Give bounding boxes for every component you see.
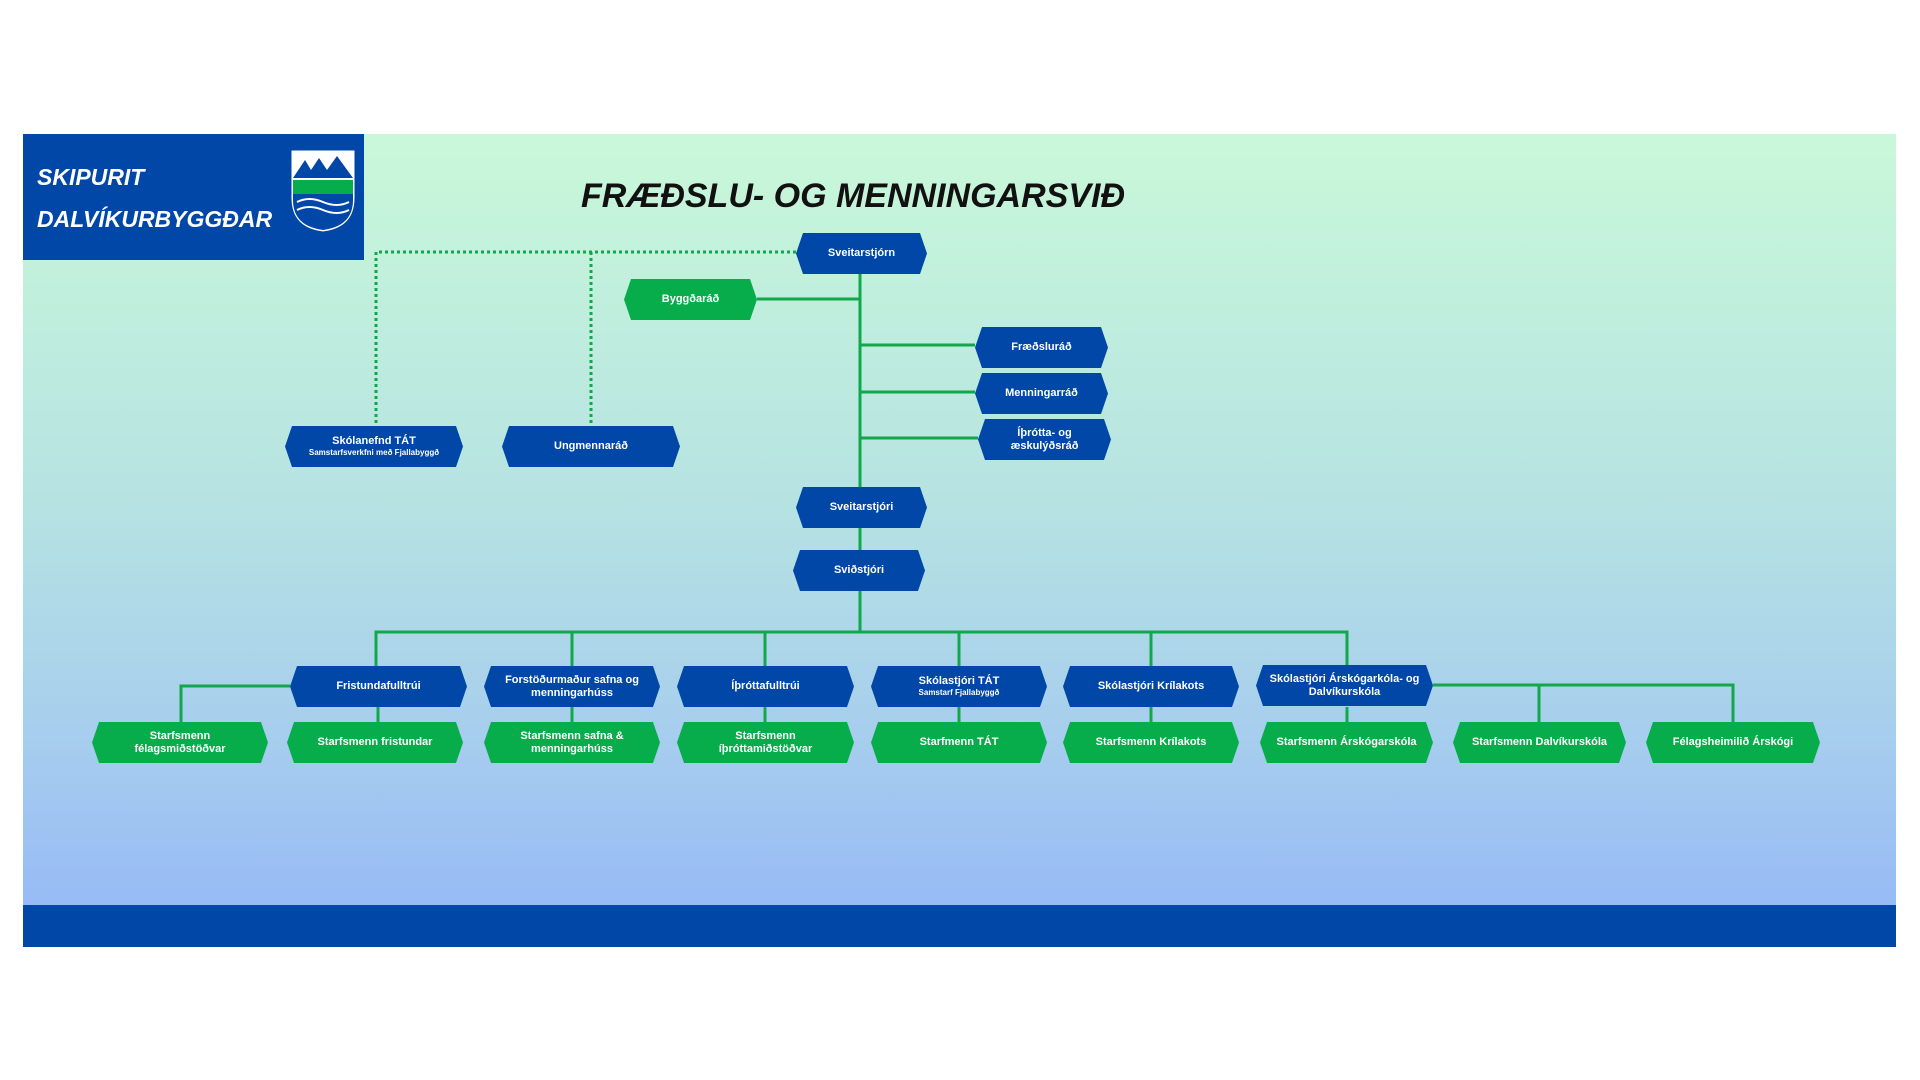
node-skolastjori-arskogar: Skólastjóri Árskógarkóla- og Dalvíkurskó… [1256, 665, 1433, 706]
node-fristundafulltrui: Fristundafulltrúi [290, 666, 467, 707]
chart-background [23, 134, 1896, 947]
node-starfsmenn-arskogarskola: Starfsmenn Árskógarskóla [1260, 722, 1433, 763]
node-felagsheimilid-arskogi: Félagsheimilið Árskógi [1646, 722, 1820, 763]
connector-row2 [376, 707, 1349, 722]
node-starfsmenn-krilakots: Starfsmenn Krílakots [1063, 722, 1239, 763]
node-ithrotta-aeskulydsrad: Íþrótta- og æskulýðsráð [978, 419, 1111, 460]
node-skolanefnd-sub: Samstarfsverkfni með Fjallabyggð [308, 448, 440, 457]
node-starfsmenn-safna: Starfsmenn safna & menningarhúss [484, 722, 660, 763]
footer-bar [23, 905, 1896, 947]
node-starfsmenn-ithrottamidstodvar: Starfsmenn íþróttamiðstöðvar [677, 722, 854, 763]
node-skolanefnd: Skólanefnd TÁT Samstarfsverkfni með Fjal… [285, 426, 463, 467]
node-starfmenn-tat: Starfmenn TÁT [871, 722, 1047, 763]
node-skolastjori-tat-sub: Samstarf Fjallabyggð [918, 688, 1000, 697]
coat-of-arms-logo [290, 149, 356, 233]
connector-row1 [374, 590, 1349, 666]
header-line-2: DALVÍKURBYGGÐAR [37, 206, 273, 232]
node-starfsmenn-dalvikurskola: Starfsmenn Dalvíkurskóla [1453, 722, 1626, 763]
node-starfsmenn-fristundar: Starfsmenn fristundar [287, 722, 463, 763]
node-skolastjori-tat-label: Skólastjóri TÁT [918, 675, 1000, 687]
node-svidstjori: Sviðstjóri [793, 550, 925, 591]
node-ungmennarad: Ungmennaráð [502, 426, 680, 467]
header-box: SKIPURIT DALVÍKURBYGGÐAR [23, 134, 364, 260]
dotted-connector [374, 250, 796, 426]
connector-councils [860, 343, 978, 440]
node-skolastjori-krilakots: Skólastjóri Krílakots [1063, 666, 1239, 707]
connector-schools [1433, 683, 1735, 722]
page-title: FRÆÐSLU- OG MENNINGARSVIÐ [581, 177, 1125, 215]
node-menningarrad: Menningarráð [975, 373, 1108, 414]
header-line-1: SKIPURIT [37, 164, 145, 190]
node-starfsmenn-felagsmidstodvar: Starfsmenn félagsmiðstöðvar [92, 722, 268, 763]
node-fraedslurad: Fræðsluráð [975, 327, 1108, 368]
node-sveitarstjorn: Sveitarstjórn [796, 233, 927, 274]
node-byggdarad: Byggðaráð [624, 279, 757, 320]
node-skolanefnd-label: Skólanefnd TÁT [332, 435, 416, 447]
node-ithrottafulltrui: Íþróttafulltrúi [677, 666, 854, 707]
connector-felagsmidstodvar [179, 684, 290, 722]
node-skolastjori-tat: Skólastjóri TÁT Samstarf Fjallabyggð [871, 666, 1047, 707]
node-forstodumadur: Forstöðurmaður safna og menningarhúss [484, 666, 660, 707]
node-sveitarstjori: Sveitarstjóri [796, 487, 927, 528]
